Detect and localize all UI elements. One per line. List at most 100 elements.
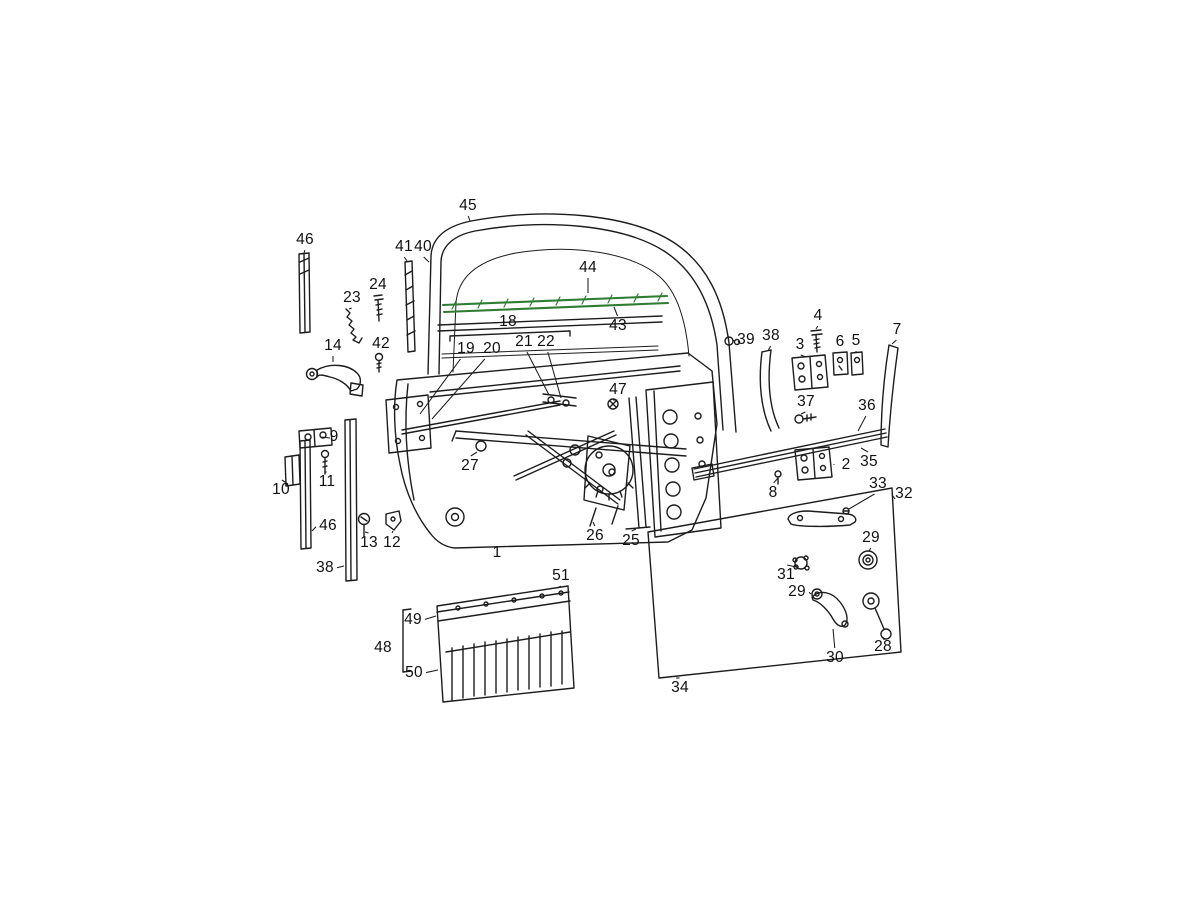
callout-39: 39 — [737, 331, 755, 348]
part-46-seal-strip-upper — [298, 252, 311, 334]
callout-42: 42 — [372, 335, 390, 352]
callout-21: 21 — [515, 333, 533, 350]
callout-11: 11 — [318, 473, 336, 490]
callout-18: 18 — [499, 313, 517, 330]
callout-50: 50 — [405, 664, 423, 681]
callout-47: 47 — [609, 381, 627, 398]
leader-49 — [424, 615, 437, 620]
part-27-lift-channel — [451, 430, 687, 457]
leader-33 — [848, 493, 875, 510]
callout-12: 12 — [383, 534, 401, 551]
callout-24: 24 — [369, 276, 387, 293]
leader-46 — [303, 249, 306, 254]
callout-29: 29 — [788, 583, 806, 600]
part-45-window-frame — [427, 213, 737, 433]
leader-27 — [470, 451, 478, 457]
part-38-seal-strip-left — [344, 418, 358, 582]
part-34-inner-panel — [647, 487, 902, 679]
part-37-screw — [794, 413, 817, 424]
part-31-rosette — [792, 555, 810, 571]
part-5-plate — [850, 351, 864, 376]
leader-7 — [891, 339, 897, 345]
callout-35: 35 — [860, 453, 878, 470]
part-11-screw — [320, 449, 330, 475]
callout-48: 48 — [374, 639, 392, 656]
part-21-22-bracket — [542, 393, 577, 407]
callout-31: 31 — [777, 566, 795, 583]
part-38-right-channel — [759, 349, 780, 432]
callout-43: 43 — [609, 317, 627, 334]
part-46-seal-strip-lower — [299, 439, 312, 550]
callout-9: 9 — [329, 428, 339, 445]
part-33-screw — [842, 507, 850, 515]
leader-23 — [348, 307, 352, 310]
callout-5: 5 — [851, 332, 861, 349]
part-48-51-door-pocket — [436, 585, 575, 703]
part-hinge-mount-plate — [385, 394, 561, 454]
callout-19: 19 — [457, 340, 475, 357]
leader-29 — [868, 547, 872, 552]
callout-38: 38 — [762, 327, 780, 344]
callout-46: 46 — [319, 517, 337, 534]
leader-21 — [526, 351, 550, 396]
callout-23: 23 — [343, 289, 361, 306]
callout-22: 22 — [537, 333, 555, 350]
callout-40: 40 — [414, 238, 432, 255]
leader-19 — [419, 358, 461, 415]
callout-46: 46 — [296, 231, 314, 248]
part-6-plate — [832, 351, 849, 376]
leader-37 — [800, 411, 806, 415]
part-47-roller — [607, 398, 619, 410]
callout-49: 49 — [404, 611, 422, 628]
leader-29 — [808, 591, 812, 595]
leader-50 — [425, 669, 439, 674]
callout-20: 20 — [483, 340, 501, 357]
callout-6: 6 — [835, 333, 845, 350]
callout-27: 27 — [461, 457, 479, 474]
leader-3 — [800, 354, 807, 358]
leader-36 — [857, 415, 867, 432]
part-25-guide-channel — [625, 396, 651, 530]
callout-37: 37 — [797, 393, 815, 410]
callout-33: 33 — [869, 475, 887, 492]
part-24-screw — [373, 294, 384, 322]
leader-43 — [613, 306, 619, 317]
part-14-door-check — [305, 364, 364, 397]
callout-30: 30 — [826, 649, 844, 666]
callout-7: 7 — [892, 321, 902, 338]
part-8-35-36-door-rail — [691, 428, 888, 485]
part-4-screw — [810, 329, 823, 353]
leader-35 — [860, 447, 869, 453]
leader-12 — [391, 530, 394, 534]
part-9-bracket — [298, 427, 333, 449]
callout-44: 44 — [579, 259, 597, 276]
leader-45 — [467, 215, 471, 222]
leader-22 — [547, 351, 562, 399]
callout-26: 26 — [586, 527, 604, 544]
callout-10: 10 — [272, 481, 290, 498]
leader-13 — [364, 531, 369, 534]
callout-36: 36 — [858, 397, 876, 414]
leader-40 — [423, 256, 430, 263]
leader-20 — [431, 358, 486, 420]
leader-25 — [631, 528, 637, 532]
part-29-washer — [858, 550, 878, 570]
part-42-screw — [374, 352, 384, 373]
part-40-41-corner-channel — [404, 260, 416, 353]
callout-41: 41 — [395, 238, 413, 255]
leader-46 — [311, 526, 317, 532]
part-29-clip — [811, 588, 823, 600]
part-30-door-pull — [811, 591, 849, 628]
callout-29: 29 — [862, 529, 880, 546]
leader-26 — [592, 521, 596, 527]
callout-38: 38 — [316, 559, 334, 576]
callout-32: 32 — [895, 485, 913, 502]
part-3-hinge-upper — [791, 354, 829, 391]
part-lock-pillar-panel — [645, 381, 722, 538]
callout-1: 1 — [492, 544, 502, 561]
leader-51 — [557, 585, 561, 589]
leader-8 — [773, 477, 779, 484]
part-23-spring — [345, 308, 363, 344]
